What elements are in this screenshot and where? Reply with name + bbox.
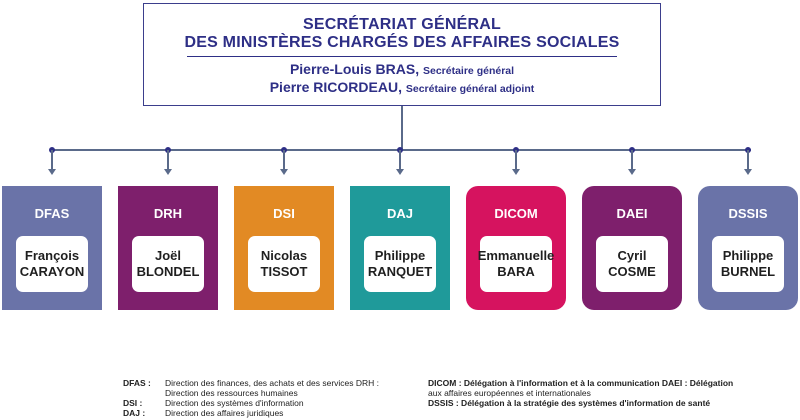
deputy-name: Pierre RICORDEAU,: [269, 79, 402, 95]
director-first-name: Cyril: [617, 248, 647, 263]
connector-line-daj: [399, 150, 401, 170]
header-divider: [187, 56, 617, 57]
director-last-name: BLONDEL: [136, 264, 200, 279]
connector-line-dicom: [515, 150, 517, 170]
connector-arrow-dsi: [280, 169, 288, 175]
connector-arrow-dicom: [512, 169, 520, 175]
legend-left-row: DFAS : Direction des finances, des achats…: [123, 378, 379, 388]
director-last-name: TISSOT: [260, 264, 308, 279]
department-abbr: DFAS: [34, 206, 70, 221]
director-last-name: RANQUET: [367, 264, 433, 279]
connector-arrow-daei: [628, 169, 636, 175]
legend-left-row: DSI : Direction des systèmes d'informatio…: [123, 398, 379, 408]
director-first-name: Emmanuelle: [477, 248, 555, 263]
connector-line-dsi: [283, 150, 285, 170]
department-abbr: DAJ: [386, 206, 413, 221]
connector-line-daei: [631, 150, 633, 170]
department-abbr: DRH: [153, 206, 183, 221]
director-last-name: BURNEL: [720, 264, 776, 279]
department-abbr: DSSIS: [728, 206, 768, 221]
header-title-line1: SECRÉTARIAT GÉNÉRAL: [303, 16, 501, 33]
header-title-line2: DES MINISTÈRES CHARGÉS DES AFFAIRES SOCI…: [184, 34, 620, 51]
director-last-name: COSME: [608, 264, 656, 279]
legend-text: Direction des ressources humaines: [165, 388, 298, 398]
legend-left-row: DAJ : Direction des affaires juridiques: [123, 408, 379, 418]
deputy-secretary-general: Pierre RICORDEAU, Secrétaire général adj…: [144, 79, 660, 97]
legend-left-row: Direction des ressources humaines: [123, 388, 379, 398]
connector-arrow-dfas: [48, 169, 56, 175]
legend-text: Direction des systèmes d'information: [165, 398, 304, 408]
connector-arrow-daj: [396, 169, 404, 175]
director-first-name: François: [24, 248, 80, 263]
deputy-role: Secrétaire général adjoint: [405, 83, 535, 95]
director-first-name: Philippe: [722, 248, 774, 263]
legend-text: Direction des affaires juridiques: [165, 408, 284, 418]
legend-left: DFAS : Direction des finances, des achats…: [123, 378, 379, 418]
connector-line-drh: [167, 150, 169, 170]
secretary-general: Pierre-Louis BRAS, Secrétaire général: [144, 61, 660, 79]
department-abbr: DICOM: [494, 206, 538, 221]
legend-right: DICOM : Délégation à l'information et à …: [428, 378, 733, 408]
trunk-line: [401, 106, 403, 150]
secretary-name: Pierre-Louis BRAS,: [289, 61, 420, 77]
secretary-role: Secrétaire général: [422, 65, 515, 77]
connector-arrow-dssis: [744, 169, 752, 175]
header-title: SECRÉTARIAT GÉNÉRAL DES MINISTÈRES CHARG…: [144, 16, 660, 52]
secretariat-header-box: SECRÉTARIAT GÉNÉRAL DES MINISTÈRES CHARG…: [143, 3, 661, 106]
connector-arrow-drh: [164, 169, 172, 175]
legend-key: DAJ :: [123, 408, 146, 418]
director-first-name: Nicolas: [260, 248, 308, 263]
director-last-name: CARAYON: [19, 264, 85, 279]
director-first-name: Philippe: [374, 248, 426, 263]
legend-text: Direction des finances, des achats et de…: [165, 378, 380, 388]
legend-right-row: aux affaires européennes et internationa…: [428, 388, 591, 398]
connector-line-dssis: [747, 150, 749, 170]
legend-right-row: DICOM : Délégation à l'information et à …: [428, 378, 734, 388]
legend-key: DFAS :: [123, 378, 151, 388]
legend-key: DSI :: [123, 398, 143, 408]
legend-right-row: DSSIS : Délégation à la stratégie des sy…: [428, 398, 711, 408]
department-abbr: DAEI: [616, 206, 648, 221]
director-first-name: Joël: [154, 248, 181, 263]
director-last-name: BARA: [497, 264, 535, 279]
connector-line-dfas: [51, 150, 53, 170]
department-abbr: DSI: [273, 206, 295, 221]
